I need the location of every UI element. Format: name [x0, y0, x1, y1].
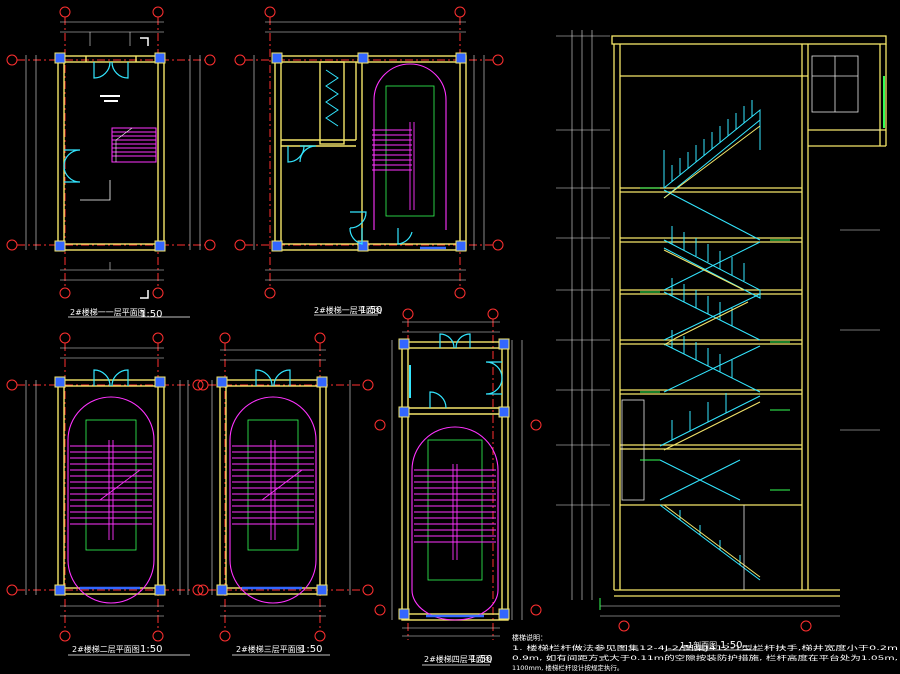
plan-1-title: 2#楼梯一一层平面图 — [70, 307, 146, 317]
section-title: 1-1剖面图 — [680, 640, 717, 650]
plan-4: 2#楼梯三层平面图 1:50 — [197, 332, 374, 656]
plan-3-title: 2#楼梯二层平面图 — [72, 644, 140, 654]
notes-line-3: 1100mm, 楼梯栏杆设计按规定执行。 — [512, 663, 623, 672]
plan-5-scale: 1:50 — [470, 654, 492, 665]
plan-3-scale: 1:50 — [140, 644, 162, 655]
notes-heading: 楼梯说明： — [512, 633, 547, 642]
plan-1: 2#楼梯一一层平面图 1:50 — [6, 6, 216, 320]
section-scale: 1:50 — [720, 640, 742, 651]
notes-line-2: 0.9m, 如有间距方式大于0.11m的空隙按装防护措施, 栏杆高度在平台处为1… — [512, 653, 898, 662]
plan-4-title: 2#楼梯三层平面图 — [236, 644, 304, 654]
plan-5: 2#楼梯四层平面图 1:50 — [374, 308, 542, 666]
plan-1-scale: 1:50 — [140, 309, 162, 320]
plan-2: 2#楼梯一层平面图 1:50 — [234, 6, 504, 316]
stair-notes: 楼梯说明： 1. 楼梯栏杆做法参见图集12-4J-2/图集J412-1型栏杆扶手… — [512, 633, 898, 672]
section-1-1: 1-1剖面图 1:50 — [556, 30, 887, 651]
plan-2-scale: 1:50 — [360, 305, 382, 316]
notes-line-1: 1. 楼梯栏杆做法参见图集12-4J-2/图集J412-1型栏杆扶手,梯井宽度小… — [512, 643, 898, 652]
plan-5-title: 2#楼梯四层平面图 — [424, 654, 492, 664]
plan-3: 2#楼梯二层平面图 1:50 — [6, 332, 204, 656]
plan-2-title: 2#楼梯一层平面图 — [314, 305, 382, 315]
plan-4-scale: 1:50 — [300, 644, 322, 655]
